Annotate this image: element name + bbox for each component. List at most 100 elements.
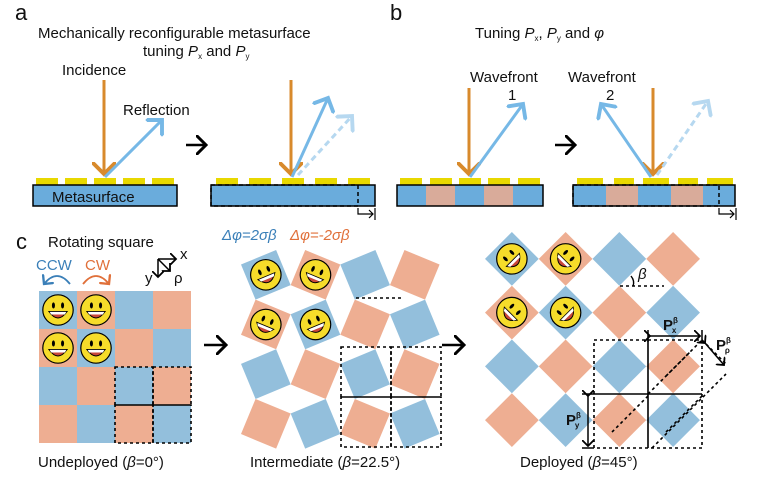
- tile-blue: [484, 339, 539, 394]
- smiley-emoji-icon: [496, 243, 528, 275]
- smiley-emoji-icon: [80, 294, 112, 326]
- panel-b-title: Tuning Px, Py and φ: [475, 25, 604, 43]
- gold-patch: [315, 178, 337, 185]
- caption-intermediate: Intermediate (β=22.5°): [250, 454, 400, 471]
- gold-patch: [518, 178, 540, 185]
- tile-blue: [77, 405, 115, 443]
- tile-salmon: [646, 231, 700, 286]
- gold-patch: [348, 178, 370, 185]
- tile-salmon: [646, 339, 700, 394]
- axis-rho-label: ρ: [174, 270, 183, 287]
- panel-c: c Rotating square CCW CW x y ρ Δφ=2σβ Δφ…: [16, 227, 731, 471]
- smiley-emoji-icon: [549, 243, 582, 275]
- shifted-reflection-arrow: [296, 116, 352, 177]
- smiley-emoji-icon: [299, 308, 332, 341]
- panel-a: a Mechanically reconfigurable metasurfac…: [15, 0, 376, 220]
- substrate: [210, 184, 376, 207]
- tile-salmon: [153, 291, 191, 329]
- unit-cell-outline-intermediate: [340, 346, 442, 448]
- tile-salmon: [592, 393, 647, 447]
- gold-patch: [459, 178, 481, 185]
- unit-blue: [573, 185, 606, 206]
- axis-y-label: y: [145, 270, 153, 287]
- smiley-emoji-icon: [80, 332, 112, 364]
- tile-salmon: [77, 367, 115, 405]
- gold-patch: [123, 178, 145, 185]
- gold-patch: [643, 178, 669, 185]
- gold-patch: [282, 178, 304, 185]
- tile-salmon: [389, 249, 440, 300]
- tile-blue: [115, 291, 153, 329]
- tile-blue: [290, 398, 341, 449]
- metasurface-stretched: [210, 178, 376, 220]
- caption-deployed: Deployed (β=45°): [520, 454, 638, 471]
- tile-salmon: [115, 329, 153, 367]
- unit-blue: [397, 185, 426, 206]
- wavefront-1-number: 1: [508, 87, 516, 104]
- shifted-wavefront-arrow: [655, 101, 708, 176]
- tile-blue: [115, 367, 153, 405]
- wavefront-1-label: Wavefront: [470, 69, 539, 86]
- panel-label-c: c: [16, 229, 27, 254]
- smiley-emoji-icon: [299, 259, 332, 291]
- stretch-indicator-icon: [357, 208, 376, 220]
- tile-blue: [592, 339, 647, 394]
- gold-patch: [614, 178, 634, 185]
- axis-x-label: x: [180, 246, 188, 263]
- tile-blue: [340, 249, 390, 300]
- smiley-emoji-icon: [496, 296, 528, 329]
- unit-salmon: [671, 185, 703, 206]
- substrate: [32, 184, 178, 207]
- axes-icon: x y ρ: [145, 246, 188, 287]
- tiling-intermediate: [240, 249, 440, 449]
- metasurface-undeployed: Metasurface: [32, 178, 178, 207]
- gold-patch: [430, 178, 452, 185]
- tile-salmon: [592, 285, 647, 340]
- tile-salmon: [115, 405, 153, 443]
- gold-patch: [577, 178, 603, 185]
- gold-patch: [488, 178, 510, 185]
- gold-patch: [152, 178, 174, 185]
- original-size-outline: [572, 184, 720, 207]
- tile-salmon: [240, 398, 291, 449]
- gold-patch: [400, 178, 422, 185]
- panel-a-title-line2: tuning Px and Py: [143, 43, 249, 61]
- tile-blue: [340, 349, 390, 399]
- stretch-indicator-icon: [718, 208, 737, 220]
- smiley-emoji-icon: [250, 259, 282, 291]
- substrate-outline: [396, 184, 544, 207]
- unit-salmon: [426, 185, 455, 206]
- tile-blue: [240, 349, 291, 399]
- ccw-label: CCW: [36, 257, 73, 274]
- unit-blue: [638, 185, 671, 206]
- smiley-emoji-icon: [549, 296, 582, 329]
- tile-salmon: [39, 405, 77, 443]
- tile-blue: [389, 299, 440, 350]
- tile-salmon: [153, 367, 191, 405]
- wavefront-2-number: 2: [606, 87, 614, 104]
- original-size-outline: [210, 184, 359, 207]
- tile-salmon: [340, 299, 390, 350]
- tile-blue: [39, 367, 77, 405]
- gold-patch: [707, 178, 733, 185]
- tile-salmon: [538, 339, 593, 394]
- caption-undeployed: Undeployed (β=0°): [38, 454, 164, 471]
- gold-patch: [249, 178, 271, 185]
- beta-angle-arc: [630, 275, 635, 287]
- incidence-label: Incidence: [62, 62, 126, 79]
- tile-salmon: [389, 349, 440, 399]
- gold-patch: [678, 178, 698, 185]
- unit-blue: [455, 185, 484, 206]
- reflection-label: Reflection: [123, 102, 190, 119]
- tiling-undeployed: [39, 291, 191, 443]
- delta-phi-negative: Δφ=-2σβ: [289, 227, 350, 244]
- smiley-emoji-icon: [250, 308, 282, 341]
- gold-patch: [94, 178, 116, 185]
- panel-c-title: Rotating square: [48, 234, 154, 251]
- reflection-arrow: [290, 98, 328, 178]
- panel-a-title-line1: Mechanically reconfigurable metasurface: [38, 25, 311, 42]
- cw-label: CW: [85, 257, 111, 274]
- tile-blue: [389, 398, 440, 449]
